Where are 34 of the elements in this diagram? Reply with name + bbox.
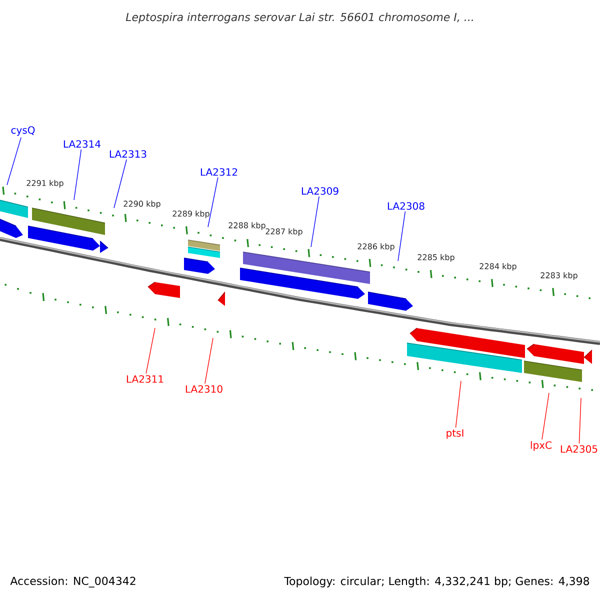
leader-line <box>310 196 320 248</box>
gene-label: LA2308 <box>388 202 424 210</box>
genome-info-text: Topology: circular; Length: 4,332,241 bp; Genes: 4,398 <box>284 576 590 588</box>
leader-line <box>204 338 214 384</box>
gene-label: LA2309 <box>302 187 338 195</box>
leader-line <box>578 398 582 444</box>
leader-line <box>114 159 127 208</box>
leader-line <box>208 177 218 228</box>
gene-label: LA2312 <box>200 168 238 176</box>
scale-label: 2287 kbp <box>266 228 302 236</box>
scale-label: 2286 kbp <box>358 243 394 251</box>
scale-label: 2288 kbp <box>228 222 266 230</box>
scale-label: 2284 kbp <box>480 263 516 271</box>
leader-line <box>398 211 406 262</box>
gene-label: LA2313 <box>110 150 146 158</box>
scale-label: 2291 kbp <box>26 180 64 188</box>
gene-label: lpxC <box>530 441 552 451</box>
gene-label: LA2311 <box>126 375 164 383</box>
scale-label: 2290 kbp <box>124 200 160 208</box>
scale-label: 2289 kbp <box>172 210 210 218</box>
gene-label: LA2305 <box>560 445 598 453</box>
accession-text: Accession: NC_004342 <box>10 576 136 588</box>
leader-line <box>146 328 156 374</box>
gene-label: LA2314 <box>64 140 100 148</box>
title: Leptospira interrogans serovar Lai str. 56601 chromosome I, ... <box>126 12 473 24</box>
gene-label: ptsI <box>446 429 464 439</box>
leader-line <box>6 137 22 186</box>
gene-label: LA2310 <box>186 385 222 393</box>
leader-line <box>542 392 550 440</box>
leader-line <box>455 380 462 428</box>
scale-label: 2285 kbp <box>418 254 454 262</box>
scale-label: 2283 kbp <box>540 272 578 280</box>
leader-line <box>74 149 82 200</box>
gene-label: cysQ <box>11 126 35 136</box>
